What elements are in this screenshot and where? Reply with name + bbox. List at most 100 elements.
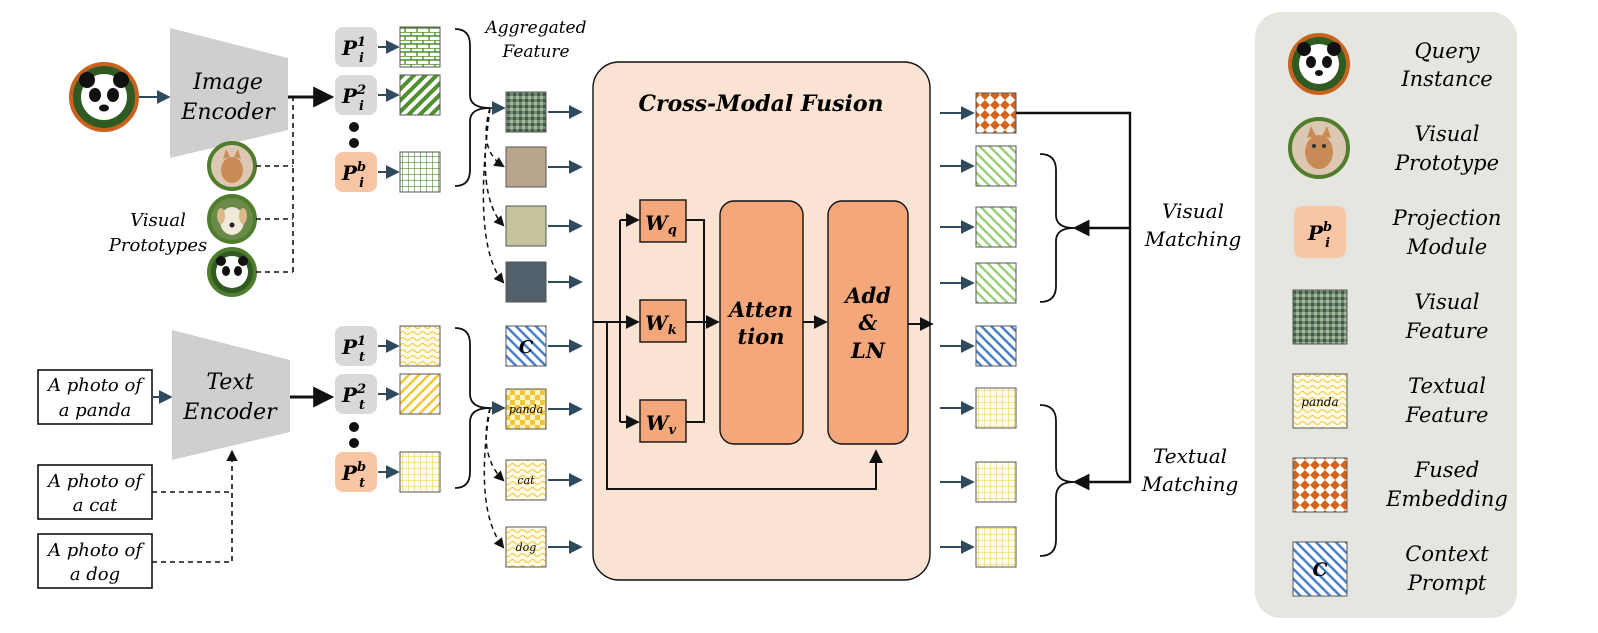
svg-text:Wk: Wk — [645, 311, 676, 338]
visual-feature-dog — [505, 205, 547, 247]
svg-text:Add: Add — [843, 283, 891, 308]
text-output-3 — [975, 526, 1017, 568]
svg-text:A photo of: A photo of — [46, 471, 145, 492]
textual-matching-brace — [1039, 404, 1075, 557]
ellipsis-dot-image-2 — [349, 138, 359, 148]
textual-matching-line2: Matching — [1141, 472, 1239, 496]
text-branch: A photo of a panda A photo of a cat A ph… — [37, 325, 583, 589]
legend-projection-line1: Projection — [1392, 206, 1502, 230]
textual-matching-line1: Textual — [1153, 444, 1227, 468]
visual-matching-line2: Matching — [1144, 227, 1242, 251]
query-panda-icon — [69, 62, 139, 132]
svg-text:a cat: a cat — [73, 495, 118, 516]
wq-block: Wq — [639, 199, 687, 243]
svg-text:dog: dog — [516, 541, 537, 554]
text-encoder-line1: Text — [206, 370, 253, 395]
image-feature-2 — [399, 74, 441, 116]
text-encoder-block — [172, 330, 290, 460]
prototype-panda-icon — [207, 247, 257, 297]
add-ln-block: Add & LN — [827, 200, 909, 445]
cat-photo-icon — [1288, 117, 1350, 179]
legend-fused-embedding: Fused Embedding — [1292, 457, 1508, 513]
legend-query-line1: Query — [1414, 39, 1480, 63]
panda-photo-icon — [1288, 33, 1350, 95]
legend-prototype-line1: Visual — [1414, 122, 1479, 146]
legend-textual-feature: panda Textual Feature — [1292, 373, 1489, 429]
class-token-dog: dog — [505, 526, 547, 568]
svg-text:cat: cat — [517, 474, 535, 487]
visual-output-1 — [975, 145, 1017, 187]
context-output — [975, 325, 1017, 367]
legend-visual-feature: Visual Feature — [1292, 289, 1489, 345]
visual-prototypes-line1: Visual — [130, 210, 186, 231]
svg-text:tion: tion — [738, 324, 785, 349]
image-feature-b — [399, 151, 441, 193]
legend-query-instance: Query Instance — [1288, 33, 1493, 95]
svg-text:panda: panda — [509, 403, 543, 416]
image-branch: Image Encoder Visual Prototypes — [69, 18, 587, 303]
context-token: C — [505, 325, 547, 367]
visual-output-3 — [975, 262, 1017, 304]
image-encoder-line2: Encoder — [180, 100, 276, 125]
visual-matching-line1: Visual — [1162, 199, 1224, 223]
fused-embedding-output — [975, 92, 1017, 134]
prototype-dog-icon — [207, 194, 257, 244]
text-output-2 — [975, 461, 1017, 503]
prompt-dog: A photo of a dog — [37, 533, 153, 589]
visual-matching-brace — [1039, 153, 1075, 303]
legend-context-prompt: C Context Prompt — [1292, 541, 1489, 597]
legend-visual-prototype: Visual Prototype — [1288, 117, 1499, 179]
legend-context-swatch-text: C — [1312, 559, 1327, 581]
wk-block: Wk — [639, 299, 687, 343]
legend-prototype-line2: Prototype — [1394, 151, 1499, 175]
aggregated-line2: Feature — [501, 42, 569, 62]
text-feature-2 — [399, 373, 441, 415]
visual-prototypes-line2: Prototypes — [108, 235, 207, 256]
svg-text:&: & — [859, 310, 878, 335]
outputs: Visual Matching Textual Matching — [940, 92, 1242, 568]
svg-text:C: C — [519, 337, 534, 358]
text-encoder-line2: Encoder — [182, 400, 278, 425]
class-token-panda: panda — [505, 388, 547, 430]
visual-output-2 — [975, 206, 1017, 248]
class-token-cat: cat — [505, 459, 547, 501]
ellipsis-dot-text — [349, 422, 359, 432]
svg-text:LN: LN — [850, 338, 886, 363]
image-encoder-line1: Image — [192, 70, 263, 95]
wv-block: Wv — [639, 399, 687, 443]
legend-textual-feature-line1: Textual — [1408, 374, 1486, 398]
legend-context-line2: Prompt — [1407, 571, 1487, 595]
legend-context-line1: Context — [1405, 542, 1489, 566]
legend-visual-feature-line1: Visual — [1414, 290, 1479, 314]
legend-textual-feature-line2: Feature — [1405, 403, 1489, 427]
legend-textual-swatch-text: panda — [1301, 395, 1338, 409]
legend-visual-feature-line2: Feature — [1405, 319, 1489, 343]
svg-text:Wq: Wq — [645, 211, 677, 238]
svg-text:A photo of: A photo of — [46, 540, 145, 561]
attention-block: Atten tion — [719, 200, 804, 445]
svg-text:Wv: Wv — [646, 411, 676, 438]
svg-text:a dog: a dog — [70, 564, 120, 585]
legend-projection-line2: Module — [1406, 235, 1487, 259]
legend-fused-line2: Embedding — [1385, 487, 1508, 511]
cross-modal-fusion: Cross-Modal Fusion Wq Wk Wv Atten tion — [592, 61, 934, 581]
aggregated-line1: Aggregated — [483, 18, 586, 38]
ellipsis-dot-text-2 — [349, 438, 359, 448]
svg-text:Atten: Atten — [727, 297, 793, 322]
prompt-panda: A photo of a panda — [37, 369, 153, 425]
legend-query-line2: Instance — [1400, 67, 1492, 91]
image-feature-1 — [399, 26, 441, 68]
legend-fused-line1: Fused — [1414, 458, 1480, 482]
visual-feature-cat — [505, 146, 547, 188]
text-output-1 — [975, 387, 1017, 429]
text-feature-1 — [399, 325, 441, 367]
text-feature-b — [399, 451, 441, 493]
